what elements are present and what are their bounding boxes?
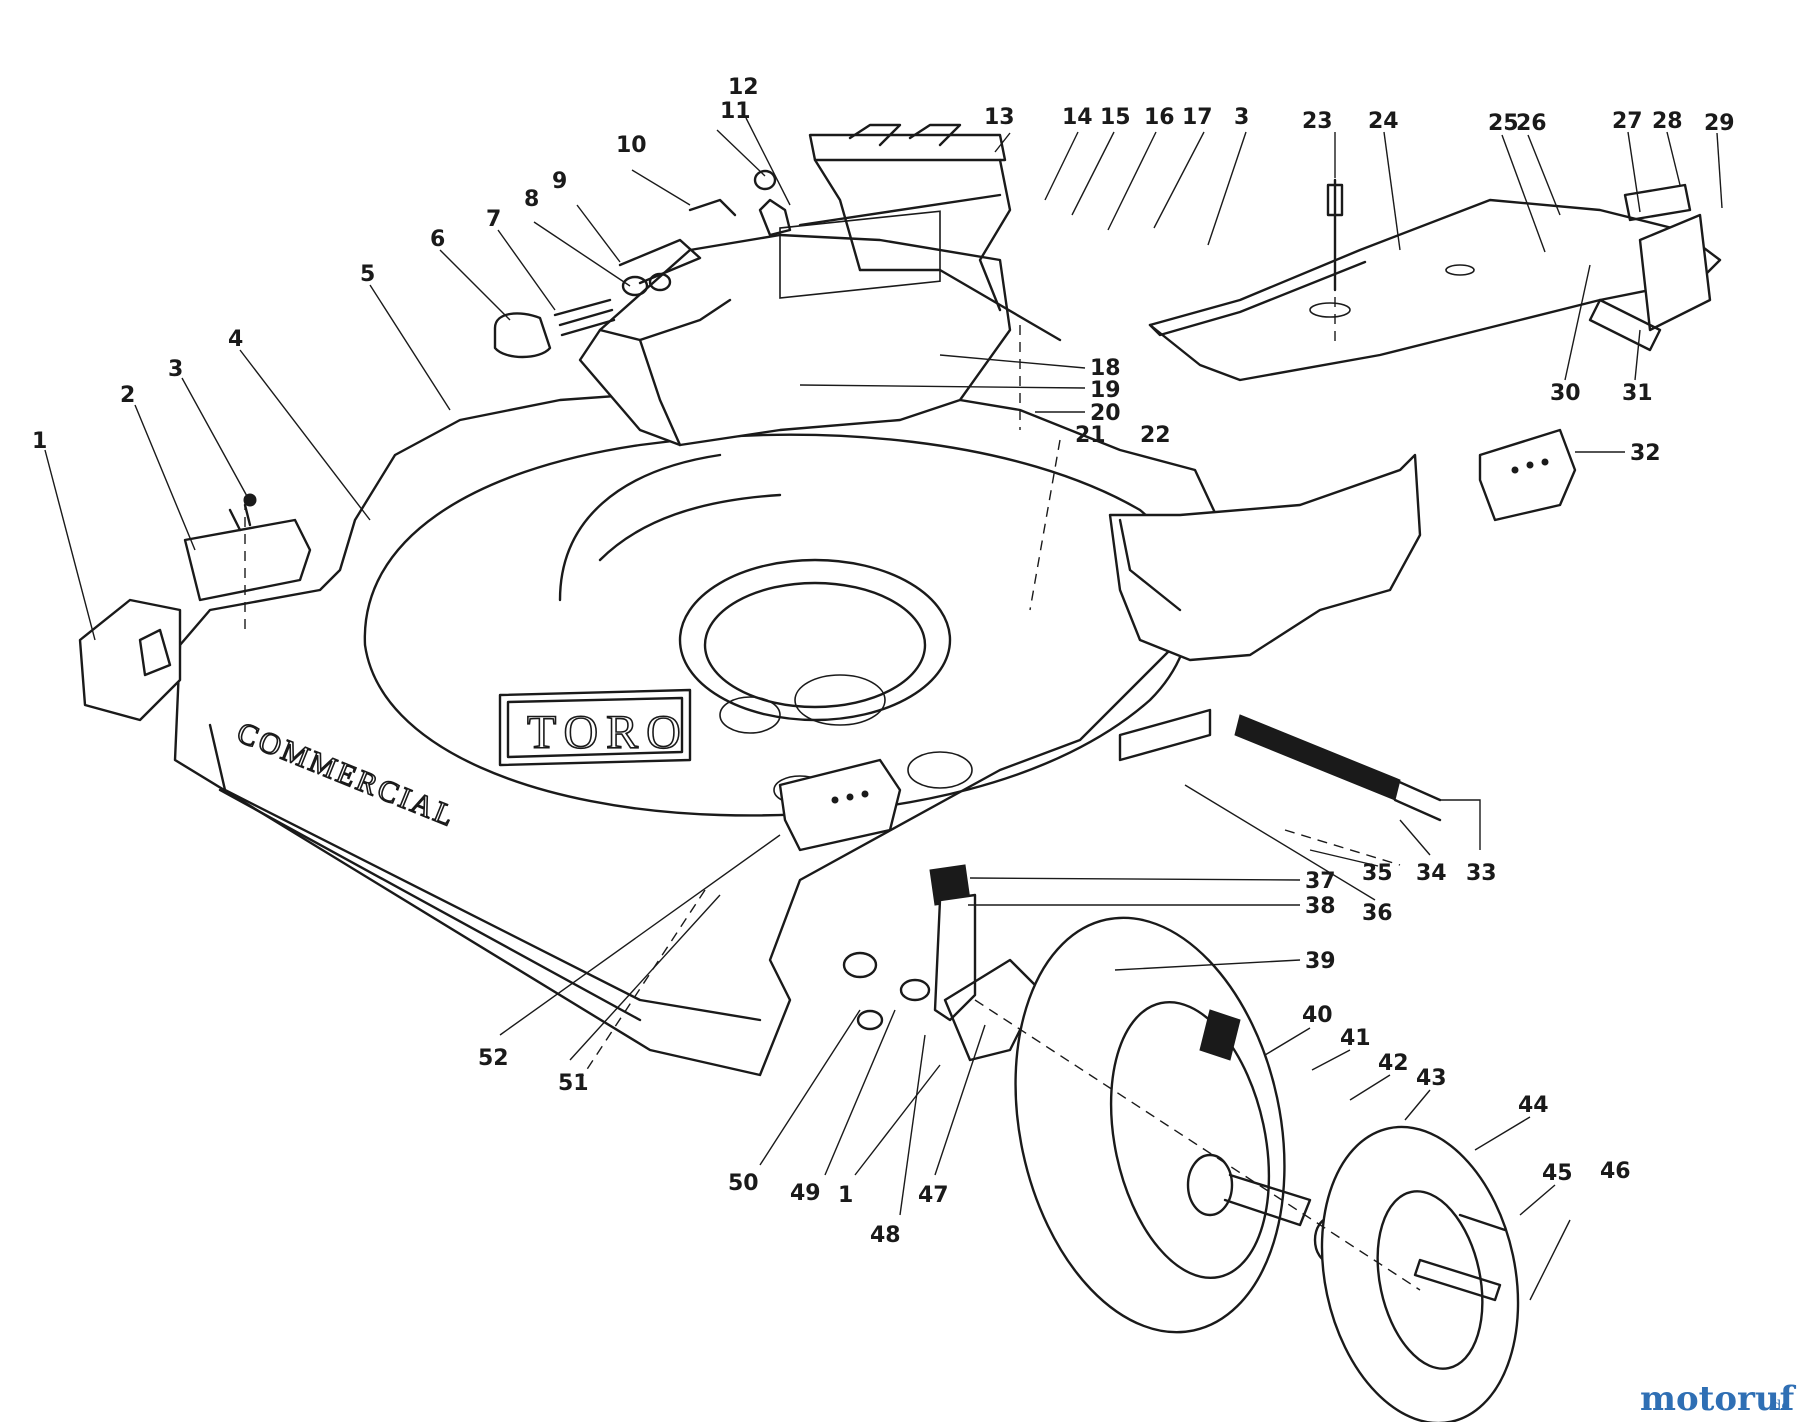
watermark: motoruf .de [1640,1379,1797,1419]
callout-36: 36 [1362,901,1393,926]
callout-12: 12 [728,75,759,100]
callout-18: 18 [1090,356,1121,381]
callout-28: 28 [1652,109,1683,134]
watermark-suffix: .de [1768,1398,1790,1414]
grip-and-spring-assembly [493,169,1002,359]
callout-4: 4 [228,327,243,352]
callout-41: 41 [1340,1026,1371,1051]
rear-height-bracket [1478,428,1577,522]
callout-26: 26 [1516,111,1547,136]
guide-line-wheel [974,999,1421,1291]
callout-42: 42 [1378,1051,1409,1076]
rear-baffle [1148,178,1722,382]
callout-40: 40 [1302,1003,1333,1028]
callout-30: 30 [1550,381,1581,406]
callout-38: 38 [1305,894,1336,919]
front-left-bracket-1 [78,598,182,722]
guide-line-front-nut [579,889,706,1081]
guide-line-rear-axle [1284,829,1401,866]
callout-1-lower: 1 [838,1183,853,1208]
callout-9: 9 [552,169,567,194]
callout-50: 50 [728,1171,759,1196]
callout-43: 43 [1416,1066,1447,1091]
rear-wheel [1014,916,1286,1334]
callout-44: 44 [1518,1093,1549,1118]
rear-bracket-assembly [1588,183,1712,352]
callout-19: 19 [1090,378,1121,403]
callout-17: 17 [1182,105,1213,130]
leader-lines [44,117,1723,1301]
hub-cap [1320,1125,1520,1422]
wheel-height-adjuster [842,864,1112,1062]
callout-3-right: 3 [1234,105,1249,130]
callout-21: 21 [1075,423,1106,448]
callout-20: 20 [1090,401,1121,426]
callout-5: 5 [360,262,375,287]
callout-11: 11 [720,99,751,124]
callout-45: 45 [1542,1161,1573,1186]
callout-16: 16 [1144,105,1175,130]
front-height-bracket [778,758,902,852]
callout-48: 48 [870,1223,901,1248]
callout-6: 6 [430,227,445,252]
callout-14: 14 [1062,105,1093,130]
rear-axle-rod [1234,714,1442,822]
callout-29: 29 [1704,111,1735,136]
callout-22: 22 [1140,423,1171,448]
callout-31: 31 [1622,381,1653,406]
height-adjust-lever [808,123,1062,342]
callout-24: 24 [1368,109,1399,134]
callout-labels: 1 2 3 4 5 6 7 8 9 10 11 12 13 14 15 16 1… [32,75,1735,1248]
callout-27: 27 [1612,109,1643,134]
callout-7: 7 [486,207,501,232]
callout-47: 47 [918,1183,949,1208]
callout-37: 37 [1305,869,1336,894]
callout-3-left: 3 [168,357,183,382]
callout-1: 1 [32,429,47,454]
callout-15: 15 [1100,105,1131,130]
deck-brand-emboss: TORO [527,706,689,759]
callout-32: 32 [1630,441,1661,466]
callout-10: 10 [616,133,647,158]
callout-39: 39 [1305,949,1336,974]
callout-49: 49 [790,1181,821,1206]
callout-33: 33 [1466,861,1497,886]
callout-13: 13 [984,105,1015,130]
mower-deck-housing: TORO COMMERCIAL [173,383,1422,1077]
callout-35: 35 [1362,861,1393,886]
callout-8: 8 [524,187,539,212]
callout-52: 52 [478,1046,509,1071]
watermark-brand: motoruf [1640,1379,1797,1419]
guide-line-nut-21 [1029,439,1061,611]
callout-25: 25 [1488,111,1519,136]
front-left-bracket-2 [183,493,312,602]
callout-2: 2 [120,383,135,408]
callout-46: 46 [1600,1159,1631,1184]
callout-34: 34 [1416,861,1447,886]
callout-23: 23 [1302,109,1333,134]
callout-51: 51 [558,1071,589,1096]
